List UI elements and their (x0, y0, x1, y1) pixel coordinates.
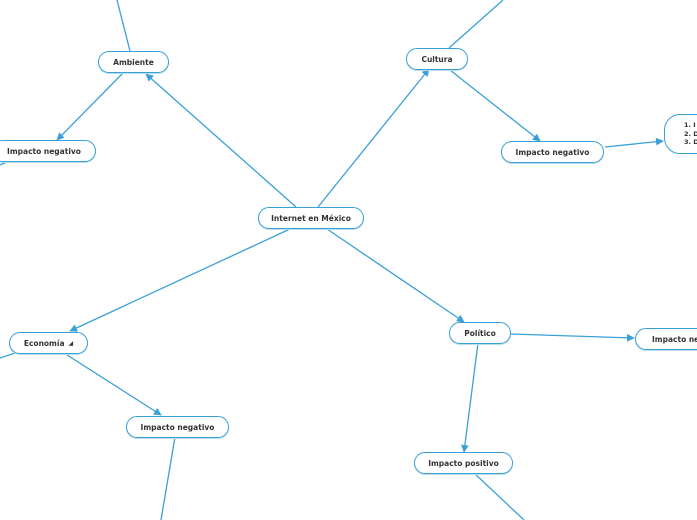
edge-center-cultura (317, 68, 430, 208)
economia-label: Economía (23, 338, 65, 348)
node-politico-impacto-positivo[interactable]: Impacto positivo (414, 452, 513, 474)
node-internet-en-mexico[interactable]: Internet en México (258, 207, 364, 229)
edge-impacto-positivo-offscreen (473, 472, 525, 520)
edge-cultura-offscreen (448, 0, 504, 49)
edge-cultura-impacto (449, 69, 541, 142)
edge-ambiente-impacto (56, 72, 124, 141)
list-item: 3. D (684, 138, 697, 146)
edge-economia-impacto (63, 352, 162, 416)
list-item: 2. D (684, 129, 697, 138)
edge-politico-impacto-negativo (509, 333, 635, 342)
node-politico-impacto-negativo[interactable]: Impacto ne (635, 328, 697, 350)
edge-ambiente-offscreen (116, 0, 131, 52)
edge-cultura-impacto-list (604, 137, 664, 148)
edge-economia-impacto-offscreen (160, 436, 176, 520)
caret-icon[interactable]: ◢ (68, 339, 74, 347)
node-politico[interactable]: Político (449, 322, 511, 344)
node-cultura[interactable]: Cultura (406, 48, 468, 70)
node-economia-impacto-negativo[interactable]: Impacto negativo (126, 416, 229, 438)
edge-center-ambiente (145, 73, 297, 208)
list-item: 1. I (684, 121, 696, 129)
edge-politico-impacto-positivo (461, 342, 479, 453)
node-cultura-list[interactable]: 1. I 2. D 3. D (664, 114, 697, 154)
edge-center-politico (326, 228, 465, 323)
node-economia[interactable]: Economía ◢ (9, 332, 88, 354)
node-ambiente-impacto-negativo[interactable]: Impacto negativo (0, 140, 96, 162)
edge-center-economia (69, 228, 291, 332)
node-ambiente[interactable]: Ambiente (98, 51, 169, 73)
node-cultura-impacto-negativo[interactable]: Impacto negativo (501, 141, 604, 163)
